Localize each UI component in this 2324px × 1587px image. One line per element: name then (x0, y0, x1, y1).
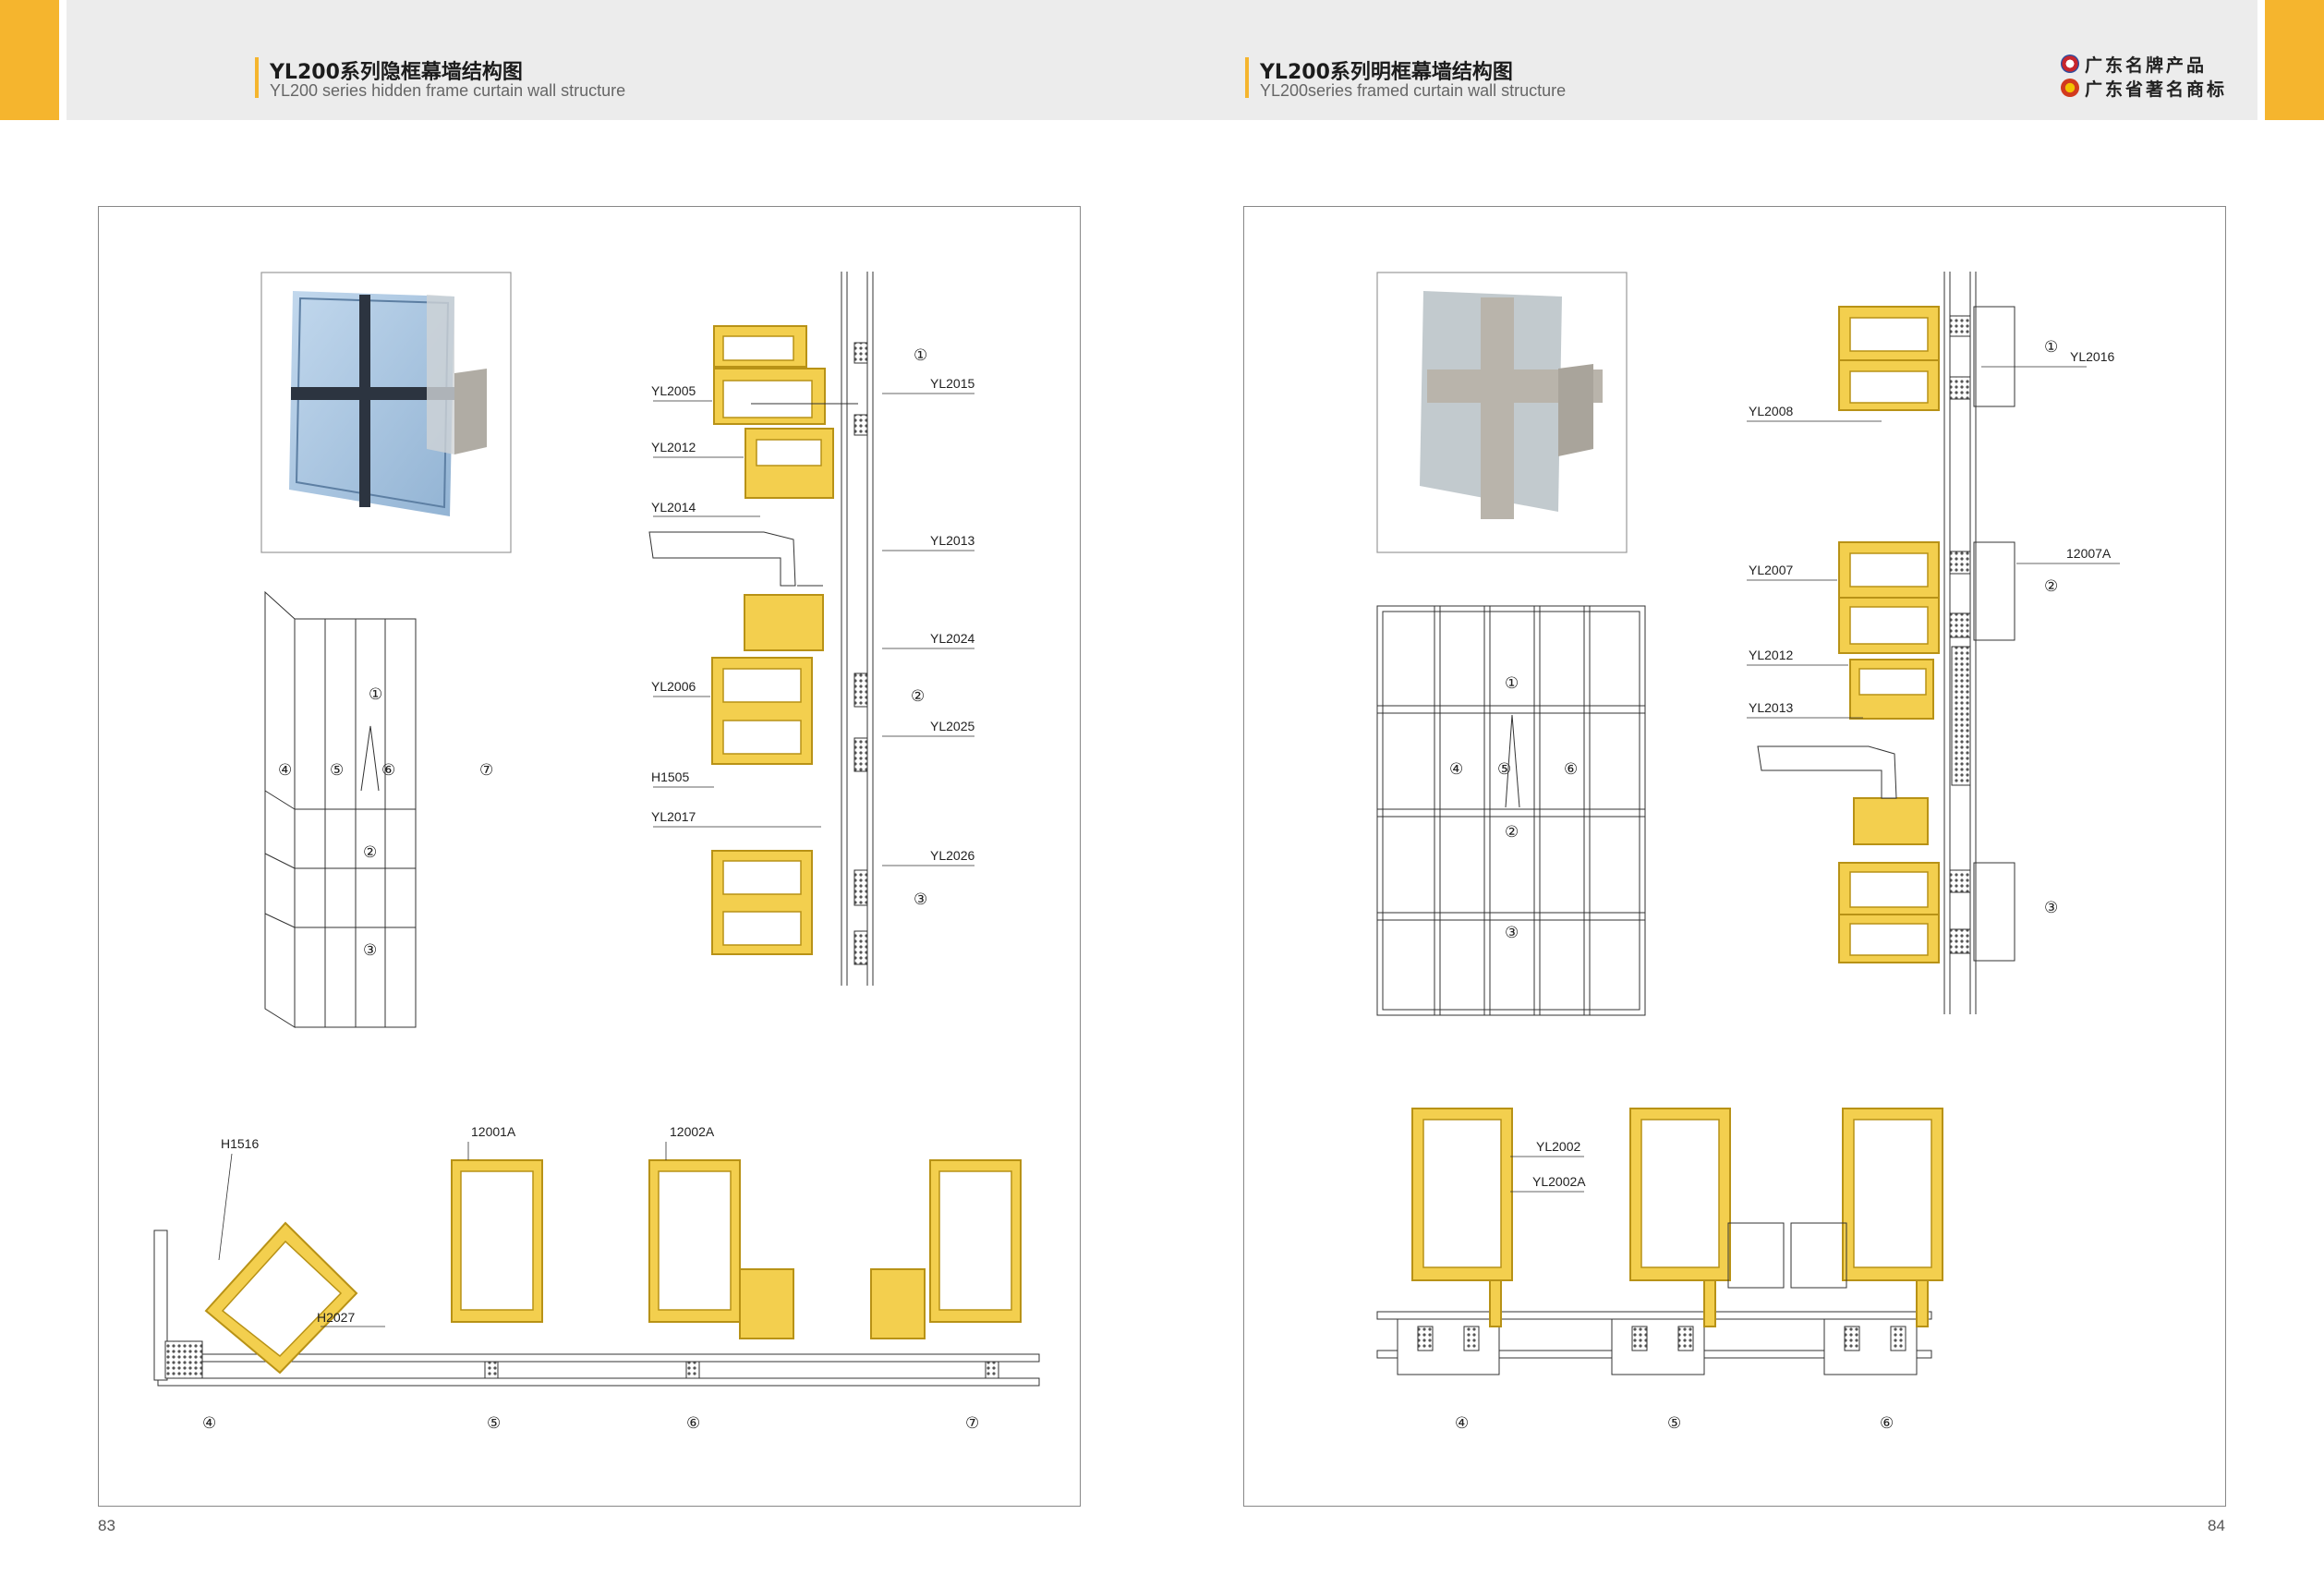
label-YL2007: YL2007 (1749, 563, 1793, 577)
elev-marker-1: ① (369, 685, 382, 704)
right-accent-tab (2265, 0, 2324, 120)
brand-row-1: 广东名牌产品 (2061, 52, 2227, 76)
left-plan-sections: H1516 H2027 12001A 12002A ④ ⑤ ⑥ ⑦ (153, 1124, 1040, 1433)
brand-text-1: 广东名牌产品 (2085, 55, 2208, 76)
framed-render (1376, 272, 1628, 553)
page-number-left: 83 (98, 1517, 115, 1534)
elev-marker-5: ⑤ (330, 761, 344, 780)
right-section-labels: YL2016 YL2008 YL2007 12007A YL2012 YL201… (1747, 338, 2120, 917)
label-YL2013-right: YL2013 (1749, 700, 1793, 715)
left-elevation-grid (264, 590, 417, 1028)
label-YL2013: YL2013 (930, 533, 974, 548)
label-H1516: H1516 (221, 1136, 259, 1151)
elev-marker-3: ③ (363, 941, 377, 960)
r-elev-marker-4: ④ (1449, 760, 1463, 779)
right-title-en: YL200series framed curtain wall structur… (1260, 81, 1567, 100)
hidden-frame-render (260, 272, 512, 553)
r-elev-marker-5: ⑤ (1497, 760, 1511, 779)
left-title-en: YL200 series hidden frame curtain wall s… (270, 81, 626, 100)
page-number-right: 84 (2208, 1517, 2225, 1534)
plan-marker-7: ⑦ (965, 1414, 979, 1433)
left-title-zh: YL200系列隐框幕墙结构图 (270, 61, 523, 84)
r-plan-marker-4: ④ (1455, 1414, 1469, 1433)
left-accent-tab (0, 0, 59, 120)
right-title-zh: YL200系列明框幕墙结构图 (1260, 61, 1513, 84)
label-YL2002A: YL2002A (1532, 1174, 1586, 1189)
r-section-marker-3: ③ (2044, 899, 2058, 917)
label-YL2006: YL2006 (651, 679, 696, 694)
label-12002A: 12002A (670, 1124, 715, 1139)
label-YL2005: YL2005 (651, 383, 696, 398)
label-YL2016: YL2016 (2070, 349, 2114, 364)
left-drawing-panel: ① ② ③ ④ ⑤ ⑥ ⑦ (98, 206, 1081, 1507)
brand-text-2: 广东省著名商标 (2084, 79, 2227, 100)
r-section-marker-1: ① (2044, 338, 2058, 357)
plan-marker-6: ⑥ (686, 1414, 700, 1433)
r-plan-marker-6: ⑥ (1880, 1414, 1894, 1433)
section-marker-3: ③ (914, 890, 927, 909)
label-YL2002: YL2002 (1536, 1139, 1580, 1154)
brand-badges: 广东名牌产品 广东省著名商标 (2061, 52, 2227, 100)
r-elev-marker-1: ① (1505, 674, 1519, 693)
framed-wall-drawing: ① ② ③ ④ ⑤ ⑥ (1376, 272, 2120, 1433)
r-elev-marker-2: ② (1505, 823, 1519, 842)
elev-marker-6: ⑥ (381, 761, 395, 780)
trademark-icon (2061, 79, 2079, 97)
right-elevation-grid (1376, 605, 1646, 1016)
page-header: YL200系列隐框幕墙结构图 YL200 series hidden frame… (0, 0, 2324, 120)
label-YL2015: YL2015 (930, 376, 974, 391)
left-section-labels: YL2005 YL2012 YL2014 YL2015 YL2013 YL202… (651, 346, 974, 909)
label-H1505: H1505 (651, 769, 689, 784)
label-YL2024: YL2024 (930, 631, 974, 646)
r-elev-marker-3: ③ (1505, 924, 1519, 942)
label-YL2012: YL2012 (651, 440, 696, 454)
section-marker-2: ② (911, 687, 925, 706)
label-YL2025: YL2025 (930, 719, 974, 733)
left-vertical-section (648, 272, 874, 986)
label-YL2012-right: YL2012 (1749, 648, 1793, 662)
section-marker-1: ① (914, 346, 927, 365)
right-vertical-section (1757, 272, 2015, 1014)
label-YL2014: YL2014 (651, 500, 696, 515)
elev-marker-7: ⑦ (479, 761, 493, 780)
left-elevation-markers: ① ② ③ ④ ⑤ ⑥ ⑦ (278, 685, 493, 960)
right-drawing-panel: ① ② ③ ④ ⑤ ⑥ (1243, 206, 2226, 1507)
plan-marker-4: ④ (202, 1414, 216, 1433)
label-H2027: H2027 (317, 1310, 355, 1325)
label-YL2017: YL2017 (651, 809, 696, 824)
elev-marker-2: ② (363, 843, 377, 862)
elev-marker-4: ④ (278, 761, 292, 780)
right-elevation-markers: ① ② ③ ④ ⑤ ⑥ (1449, 674, 1578, 942)
r-elev-marker-6: ⑥ (1564, 760, 1578, 779)
plan-marker-5: ⑤ (487, 1414, 501, 1433)
right-plan-sections: YL2002 YL2002A ④ ⑤ ⑥ (1376, 1108, 1943, 1433)
famous-brand-icon (2061, 55, 2079, 73)
label-12001A: 12001A (471, 1124, 516, 1139)
label-YL2026: YL2026 (930, 848, 974, 863)
r-section-marker-2: ② (2044, 577, 2058, 596)
r-plan-marker-5: ⑤ (1667, 1414, 1681, 1433)
brand-row-2: 广东省著名商标 (2061, 76, 2227, 100)
label-12007A: 12007A (2066, 546, 2112, 561)
hidden-frame-drawing: ① ② ③ ④ ⑤ ⑥ ⑦ (153, 272, 1040, 1433)
label-YL2008: YL2008 (1749, 404, 1793, 418)
